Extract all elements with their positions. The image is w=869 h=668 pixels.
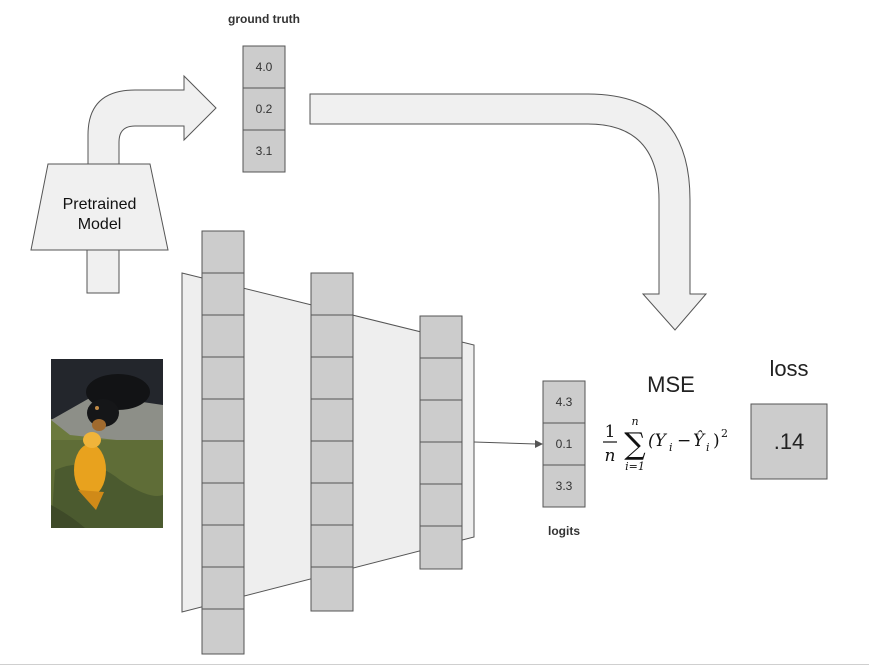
- kissing-dog-and-koi-photo: [51, 359, 163, 528]
- model-label-line2: Model: [78, 216, 122, 233]
- neuron-cell: [201, 230, 245, 274]
- logit-value: 4.3: [556, 395, 573, 409]
- ground-truth-value: 3.1: [256, 144, 273, 158]
- neuron-cell: [419, 525, 463, 570]
- neuron-cell: [419, 315, 463, 359]
- neuron-cell: [310, 566, 354, 612]
- formula-fraction-numerator: 1: [605, 422, 616, 442]
- network-to-logits-arrowhead: [535, 440, 543, 448]
- neuron-cell: [201, 608, 245, 655]
- logit-value: 0.1: [556, 437, 573, 451]
- logits-vector: 4.3 0.1 3.3: [542, 380, 586, 508]
- neuron-cell: [310, 482, 354, 526]
- neuron-cell: [310, 356, 354, 400]
- formula-sum-upper: n: [631, 415, 638, 428]
- neuron-cell: [201, 314, 245, 358]
- formula-subscript-i-hat: i: [706, 441, 710, 454]
- neuron-cell: [201, 440, 245, 484]
- neuron-cell: [201, 398, 245, 442]
- neuron-cell: [419, 441, 463, 485]
- ground-truth-label: ground truth: [228, 12, 300, 26]
- logit-value: 3.3: [556, 479, 573, 493]
- bottom-divider: [0, 664, 869, 665]
- network-layer-1: [201, 230, 245, 655]
- mse-formula: 1 n n ∑ i=1 (Y i − Ŷ i ) 2: [603, 415, 728, 473]
- model-to-ground-truth-arrow: [87, 74, 217, 165]
- model-stem: [86, 249, 120, 294]
- network-to-logits-arrow: [473, 441, 537, 445]
- ground-truth-vector: 4.0 0.2 3.1: [242, 45, 286, 173]
- formula-fraction-denominator: n: [605, 446, 616, 466]
- formula-yhat: Ŷ: [693, 430, 706, 451]
- ground-truth-cell: [242, 45, 286, 89]
- ground-truth-value: 4.0: [256, 60, 273, 74]
- logits-label: logits: [548, 524, 580, 538]
- neuron-cell: [310, 440, 354, 484]
- ground-truth-cell: [242, 129, 286, 173]
- formula-sum-symbol: ∑: [624, 427, 646, 462]
- logit-cell: [542, 422, 586, 466]
- formula-body-open: (Y: [648, 431, 668, 451]
- neuron-cell: [419, 483, 463, 527]
- neuron-cell: [201, 482, 245, 526]
- formula-subscript-i: i: [669, 441, 673, 454]
- loss-box: [750, 403, 828, 480]
- formula-sum-lower: i=1: [625, 460, 645, 473]
- neuron-cell: [201, 272, 245, 316]
- mse-label: MSE: [647, 372, 695, 397]
- neuron-cell: [310, 314, 354, 358]
- network-layer-2: [310, 272, 354, 612]
- neuron-cell: [310, 272, 354, 316]
- formula-power: 2: [721, 427, 728, 440]
- formula-minus: −: [677, 431, 691, 451]
- neuron-cell: [201, 524, 245, 568]
- neuron-cell: [201, 356, 245, 400]
- neuron-cell: [310, 524, 354, 568]
- network-layer-3: [419, 315, 463, 570]
- loss-value: .14: [774, 429, 805, 454]
- neuron-cell: [310, 398, 354, 442]
- ground-truth-value: 0.2: [256, 102, 273, 116]
- model-label-line1: Pretrained: [63, 196, 137, 213]
- neuron-cell: [419, 399, 463, 443]
- logit-cell: [542, 464, 586, 508]
- neuron-cell: [419, 357, 463, 401]
- loss-label: loss: [769, 356, 808, 381]
- formula-close-paren: ): [713, 431, 720, 451]
- pretrained-model-shape: [30, 163, 169, 251]
- neuron-cell: [201, 566, 245, 610]
- ground-truth-to-mse-arrow: [309, 93, 708, 331]
